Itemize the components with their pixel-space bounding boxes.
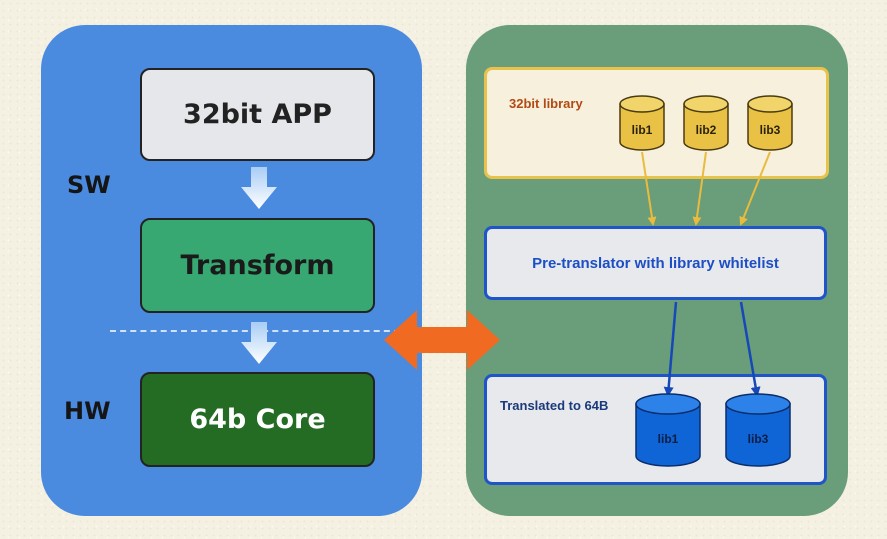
double-arrow-icon bbox=[384, 310, 500, 370]
hw-label: HW bbox=[64, 397, 111, 425]
arrow-lib2-to-pretranslator bbox=[692, 151, 707, 226]
transform-box[interactable]: Transform bbox=[140, 218, 375, 313]
arrow-pretranslator-to-lib1 bbox=[663, 301, 678, 397]
pretranslator-label: Pre-translator with library whitelist bbox=[532, 254, 779, 272]
lib3-64-label: lib3 bbox=[748, 432, 769, 446]
app-32bit-label: 32bit APP bbox=[183, 99, 332, 130]
lib1-64bit-cylinder[interactable]: lib1 bbox=[635, 393, 701, 467]
lib1-32bit-cylinder[interactable]: lib1 bbox=[619, 95, 665, 151]
library-32bit-title: 32bit library bbox=[509, 96, 583, 111]
arrow-pretranslator-to-lib3 bbox=[739, 301, 761, 397]
core-64b-box[interactable]: 64b Core bbox=[140, 372, 375, 467]
arrow-lib1-to-pretranslator bbox=[641, 151, 657, 226]
down-arrow-icon bbox=[241, 167, 277, 209]
lib3-32bit-cylinder[interactable]: lib3 bbox=[747, 95, 793, 151]
core-64b-label: 64b Core bbox=[189, 404, 326, 435]
lib3-64bit-cylinder[interactable]: lib3 bbox=[725, 393, 791, 467]
lib1-label: lib1 bbox=[632, 123, 653, 137]
translated-64b-title: Translated to 64B bbox=[500, 398, 609, 413]
lib2-label: lib2 bbox=[696, 123, 717, 137]
arrow-lib3-to-pretranslator bbox=[739, 151, 771, 226]
down-arrow-icon bbox=[241, 322, 277, 364]
lib3-label: lib3 bbox=[760, 123, 781, 137]
app-32bit-box[interactable]: 32bit APP bbox=[140, 68, 375, 161]
transform-label: Transform bbox=[180, 250, 335, 281]
sw-label: SW bbox=[67, 171, 111, 199]
pretranslator-box[interactable]: Pre-translator with library whitelist bbox=[484, 226, 827, 300]
lib2-32bit-cylinder[interactable]: lib2 bbox=[683, 95, 729, 151]
lib1-64-label: lib1 bbox=[658, 432, 679, 446]
